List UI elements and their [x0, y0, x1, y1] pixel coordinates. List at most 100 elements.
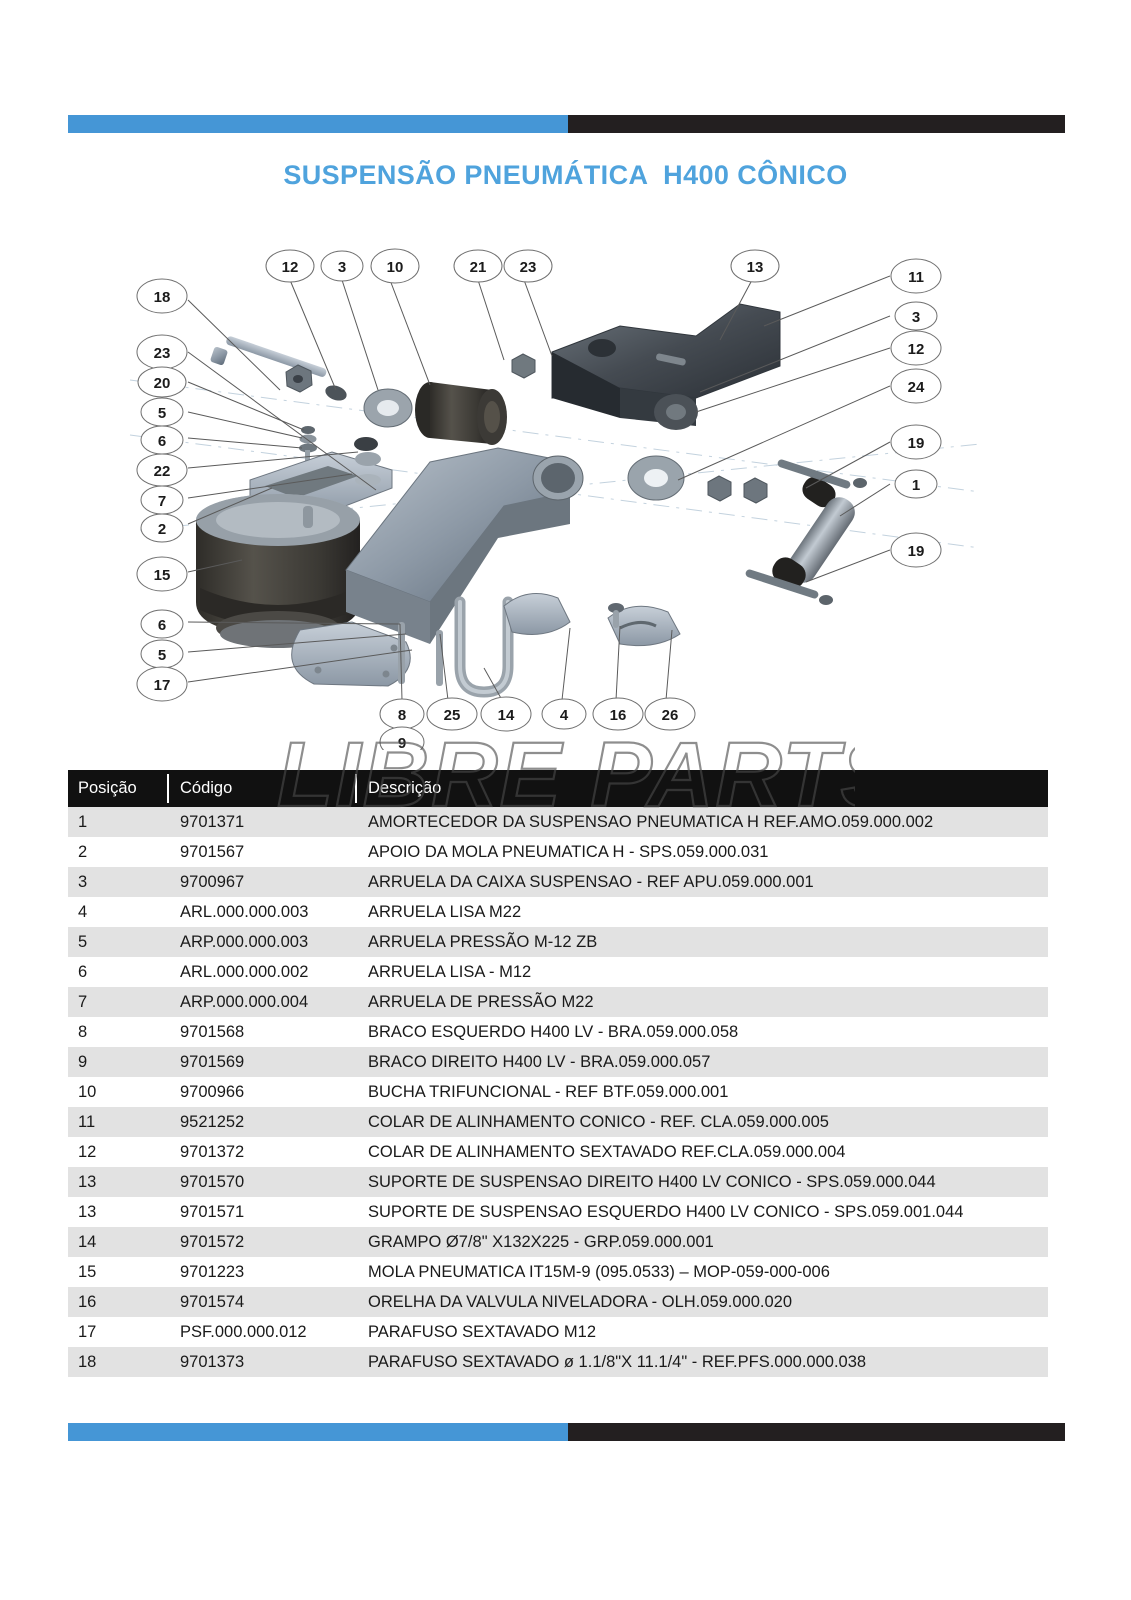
- cell-descricao: ARRUELA DA CAIXA SUSPENSAO - REF APU.059…: [368, 872, 814, 891]
- cell-posicao: 9: [78, 1052, 88, 1071]
- callout-19-right-a: 19: [890, 424, 942, 460]
- cell-descricao: SUPORTE DE SUSPENSAO ESQUERDO H400 LV CO…: [368, 1202, 964, 1221]
- callout-25-bottom: 25: [426, 697, 478, 731]
- cell-codigo: ARL.000.000.002: [180, 962, 309, 981]
- part-air-spring-bellows-15: [196, 494, 360, 648]
- table-row[interactable]: 1 9701371 AMORTECEDOR DA SUSPENSAO PNEUMAT…: [68, 807, 1048, 837]
- cell-codigo: 9701572: [180, 1232, 245, 1251]
- cell-posicao: 5: [78, 932, 88, 951]
- svg-text:12: 12: [282, 259, 299, 276]
- cell-codigo: 9701568: [180, 1022, 245, 1041]
- parts-table-body: 1 9701371 AMORTECEDOR DA SUSPENSAO PNEUMAT…: [68, 807, 1048, 1377]
- cell-codigo: 9521252: [180, 1112, 245, 1131]
- svg-text:19: 19: [908, 435, 925, 452]
- cell-posicao: 13: [78, 1202, 97, 1221]
- callout-8-bottom: 8: [379, 698, 425, 730]
- callout-23-top: 23: [503, 249, 553, 283]
- table-row[interactable]: 5 ARP.000.000.003 ARRUELA PRESSÃO M-12 ZB: [68, 927, 1048, 957]
- column-header-descricao[interactable]: Descrição: [355, 770, 1048, 807]
- exploded-view-diagram: 12 3 10 21 23 13 18 23 20 5 6 22 7 2 15 …: [100, 230, 1000, 750]
- cell-descricao: GRAMPO Ø7/8" X132X225 - GRP.059.000.001: [368, 1232, 714, 1251]
- cell-descricao: ARRUELA DE PRESSÃO M22: [368, 992, 594, 1011]
- callout-4-bottom: 4: [541, 698, 587, 730]
- svg-text:15: 15: [154, 567, 171, 584]
- svg-text:8: 8: [398, 707, 406, 724]
- svg-text:4: 4: [560, 707, 569, 724]
- callout-15-left: 15: [136, 556, 188, 592]
- callout-21-top: 21: [453, 249, 503, 283]
- callout-17-left: 17: [136, 666, 188, 702]
- callout-26-bottom: 26: [644, 697, 696, 731]
- cell-posicao: 3: [78, 872, 88, 891]
- cell-descricao: SUPORTE DE SUSPENSAO DIREITO H400 LV CON…: [368, 1172, 936, 1191]
- callout-11-right: 11: [890, 258, 942, 294]
- part-valve-lever-16: [607, 605, 681, 647]
- table-row[interactable]: 13 9701571 SUPORTE DE SUSPENSAO ESQUERDO H…: [68, 1197, 1048, 1227]
- cell-descricao: COLAR DE ALINHAMENTO SEXTAVADO REF.CLA.0…: [368, 1142, 846, 1161]
- cell-posicao: 12: [78, 1142, 97, 1161]
- svg-text:7: 7: [158, 493, 166, 510]
- page-title: SUSPENSÃO PNEUMÁTICA H400 CÔNICO: [283, 160, 848, 190]
- cell-codigo: ARP.000.000.003: [180, 932, 309, 951]
- callout-14-bottom: 14: [480, 696, 532, 732]
- svg-text:22: 22: [154, 463, 171, 480]
- cell-posicao: 4: [78, 902, 88, 921]
- cell-codigo: 9701371: [180, 812, 245, 831]
- column-header-codigo[interactable]: Código: [167, 770, 358, 807]
- cell-descricao: MOLA PNEUMATICA IT15M-9 (095.0533) – MOP…: [368, 1262, 830, 1281]
- callout-1-right: 1: [894, 469, 938, 499]
- callout-leader-lines: [187, 275, 891, 701]
- cell-codigo: ARP.000.000.004: [180, 992, 309, 1011]
- column-header-posicao[interactable]: Posição: [68, 770, 170, 807]
- footer-rule-bar: [68, 1423, 1065, 1441]
- footer-bar-blue-segment: [68, 1423, 568, 1441]
- cell-posicao: 10: [78, 1082, 97, 1101]
- svg-text:24: 24: [908, 379, 925, 396]
- svg-text:16: 16: [610, 707, 627, 724]
- svg-text:23: 23: [154, 345, 171, 362]
- cell-codigo: PSF.000.000.012: [180, 1322, 307, 1341]
- svg-text:9: 9: [398, 735, 406, 750]
- cell-posicao: 13: [78, 1172, 97, 1191]
- callout-13-top: 13: [730, 249, 780, 283]
- parts-table-header: Posição Código Descrição: [68, 770, 1048, 807]
- part-mount-plate-26: [503, 593, 571, 635]
- callout-12-right: 12: [890, 330, 942, 366]
- callout-2-left: 2: [140, 513, 184, 543]
- svg-text:18: 18: [154, 289, 171, 306]
- cell-descricao: AMORTECEDOR DA SUSPENSAO PNEUMATICA H RE…: [368, 812, 934, 831]
- header-bar-blue-segment: [68, 115, 568, 133]
- cell-descricao: BUCHA TRIFUNCIONAL - REF BTF.059.000.001: [368, 1082, 729, 1101]
- cell-descricao: ARRUELA LISA - M12: [368, 962, 532, 981]
- cell-descricao: BRACO ESQUERDO H400 LV - BRA.059.000.058: [368, 1022, 739, 1041]
- part-washer-22: [354, 437, 381, 466]
- cell-descricao: ARRUELA LISA M22: [368, 902, 522, 921]
- callout-12-top: 12: [265, 249, 315, 283]
- cell-descricao: PARAFUSO SEXTAVADO ø 1.1/8"X 11.1/4" - R…: [368, 1352, 867, 1371]
- svg-text:17: 17: [154, 677, 171, 694]
- part-trailing-arm-8: [291, 447, 584, 687]
- cell-descricao: ARRUELA PRESSÃO M-12 ZB: [368, 932, 598, 951]
- svg-text:25: 25: [444, 707, 461, 724]
- svg-text:11: 11: [908, 269, 924, 286]
- part-hex-nut-right-a: [707, 475, 732, 502]
- callout-5-left-a: 5: [140, 397, 184, 427]
- cell-codigo: 9701571: [180, 1202, 245, 1221]
- cell-posicao: 1: [78, 812, 88, 831]
